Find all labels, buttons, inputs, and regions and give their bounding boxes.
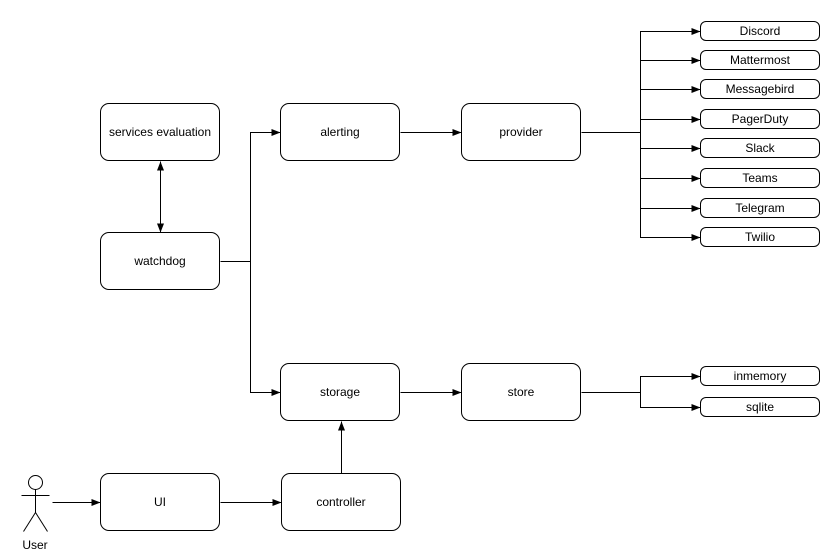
node-twilio: Twilio	[700, 227, 820, 247]
node-services-evaluation: services evaluation	[100, 103, 220, 161]
node-teams: Teams	[700, 168, 820, 188]
user-actor-icon	[21, 475, 50, 532]
node-storage: storage	[280, 363, 400, 421]
node-messagebird: Messagebird	[700, 79, 820, 99]
node-discord: Discord	[700, 21, 820, 41]
node-slack: Slack	[700, 138, 820, 158]
node-alerting: alerting	[280, 103, 400, 161]
node-pagerduty: PagerDuty	[700, 109, 820, 129]
node-watchdog: watchdog	[100, 232, 220, 290]
edge-watchdog-to-alerting	[220, 129, 281, 262]
node-provider: provider	[461, 103, 581, 161]
node-ui: UI	[100, 473, 220, 531]
node-telegram: Telegram	[700, 198, 820, 218]
edge-store-to-inmemory	[581, 373, 701, 393]
node-controller: controller	[281, 473, 401, 531]
node-mattermost: Mattermost	[700, 50, 820, 70]
edge-provider-to-twilio	[581, 132, 701, 241]
node-sqlite: sqlite	[700, 397, 820, 417]
node-store: store	[461, 363, 581, 421]
edge-watchdog-to-storage	[220, 261, 281, 396]
user-actor-label: User	[22, 538, 48, 552]
edge-provider-to-pagerduty	[581, 116, 701, 133]
edge-store-to-sqlite	[581, 392, 701, 411]
node-inmemory: inmemory	[700, 366, 820, 386]
